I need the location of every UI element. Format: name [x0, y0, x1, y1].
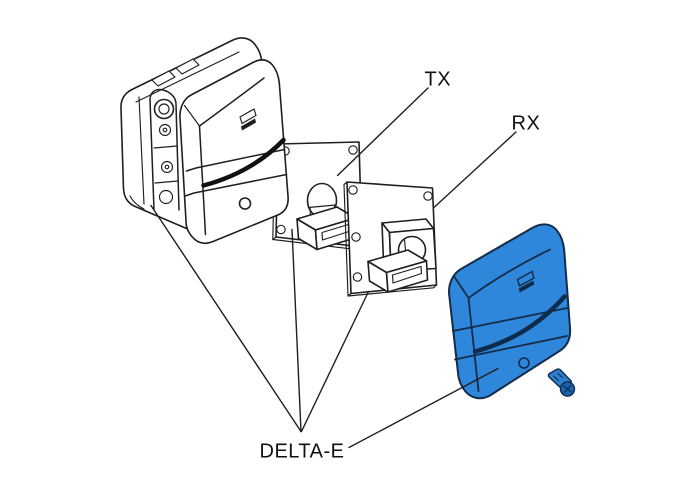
tx-plate-hole — [276, 224, 286, 235]
front-cover-top-bevel — [198, 77, 265, 127]
came-logo-bar — [518, 280, 535, 293]
screw-hole — [158, 189, 174, 205]
rail-rib — [153, 145, 178, 149]
leader-line-rx — [433, 131, 517, 208]
part-labels: TX RX DELTA-E — [260, 69, 541, 463]
front-cover-seam-lower — [184, 173, 288, 197]
rx-plate-edge — [343, 181, 352, 297]
hinge-boss-inner — [158, 103, 170, 115]
rx-bracket-slot — [391, 265, 423, 284]
label-tx: TX — [425, 69, 452, 91]
front-cover-seam-upper — [185, 148, 286, 172]
front-cover-left-bevel — [198, 125, 207, 236]
back-box-top-rim-line — [135, 51, 240, 103]
delta-cover-screw-hole — [518, 357, 530, 369]
delta-e-cover — [448, 223, 572, 400]
delta-lens-swoosh — [472, 294, 567, 354]
leader-line-tx — [336, 87, 429, 177]
screw-head-cross — [563, 385, 572, 393]
mounting-screw — [547, 368, 576, 397]
hinge-rail — [149, 88, 180, 211]
rx-plate-edge — [347, 284, 438, 297]
came-logo-outline — [239, 108, 257, 125]
screw-hole-center — [162, 127, 168, 133]
screw-hole-center — [164, 164, 170, 170]
screw-hole — [160, 160, 174, 174]
leader-line-delta-rx — [300, 290, 370, 433]
front-cover-corner-seam — [183, 104, 201, 127]
knockout-panel — [175, 58, 200, 75]
tx-board — [272, 141, 363, 251]
came-logo-icon — [516, 270, 535, 293]
hinge-rail — [149, 99, 155, 211]
back-box-side-contour — [138, 96, 145, 205]
screw-threads — [553, 372, 564, 382]
came-logo-bar — [241, 118, 256, 131]
delta-cover-left-bevel — [467, 297, 480, 392]
tx-plate-hole — [348, 145, 358, 155]
rail-rib — [154, 180, 179, 184]
leader-line-delta-tx — [291, 228, 302, 433]
rx-plate-hole — [352, 272, 363, 282]
rx-plate-hole — [348, 185, 358, 195]
leader-line-delta-backbox — [150, 204, 302, 433]
back-box-bottom-corner-line — [129, 195, 145, 210]
cover-screw-hole — [238, 197, 252, 210]
delta-cover-top-bevel — [467, 248, 551, 299]
hinge-boss — [153, 98, 175, 120]
front-cover-body — [179, 59, 289, 244]
delta-cover-seam-upper — [451, 307, 569, 332]
delta-cover-corner-seam — [453, 276, 470, 299]
rx-plate-hole — [351, 232, 361, 242]
rx-plate-hole — [423, 191, 433, 201]
screw-hole — [158, 123, 172, 137]
rx-board — [343, 181, 438, 297]
photocell-front-cover — [179, 59, 289, 244]
label-rx: RX — [512, 113, 541, 135]
delta-cover-seam-lower — [454, 335, 568, 361]
lens-swoosh — [201, 137, 286, 188]
label-delta-e: DELTA-E — [260, 441, 345, 463]
came-logo-outline — [516, 270, 535, 287]
knockout-panel — [151, 70, 176, 87]
tx-lens-base-line — [307, 204, 337, 209]
leader-line-delta-cover — [348, 367, 499, 449]
leader-lines — [150, 87, 517, 449]
came-logo-icon — [239, 108, 257, 131]
